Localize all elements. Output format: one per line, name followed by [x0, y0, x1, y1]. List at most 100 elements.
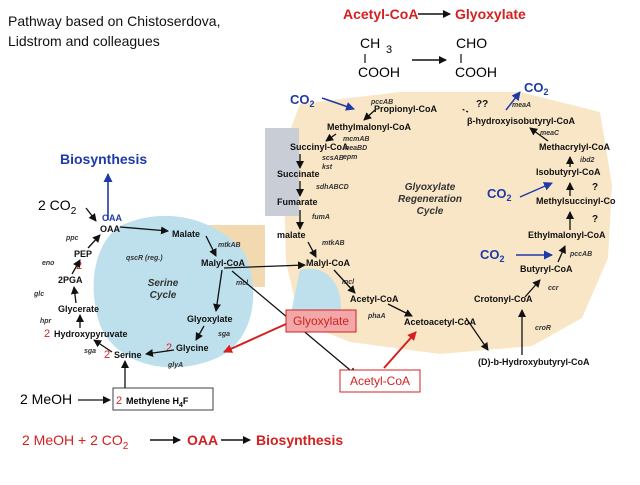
arrow-hydroxyisobutyryl-to-propionyl	[461, 108, 469, 113]
co2-label-lower: CO2	[480, 247, 505, 264]
crotonyl-coa: Crotonyl-CoA	[474, 294, 533, 304]
question-mark-double: ??	[476, 99, 488, 110]
enzyme-epm: epm	[343, 154, 357, 161]
co2-label-middle: CO2	[487, 186, 512, 203]
question-mark-2: ?	[592, 214, 598, 225]
fumarate: Fumarate	[277, 197, 318, 207]
arrow-crotonyl-to-butyryl	[524, 279, 541, 298]
enzyme-ibd2: ibd2	[580, 157, 594, 164]
ethylmalonyl-coa: Ethylmalonyl-CoA	[528, 230, 606, 240]
enzyme-meabd: meaBD	[343, 145, 367, 152]
methylene-h4f-label: Methylene H4F	[126, 396, 189, 409]
arrow-glyoxylate-to-glycine	[195, 325, 205, 341]
arrow-2pga-to-pep	[71, 259, 81, 275]
enzyme-hpr: hpr	[40, 318, 53, 325]
serine-title-2: Cycle	[150, 290, 177, 301]
struct-left-bottom: COOH	[358, 64, 400, 80]
enzyme-mtkab: mtkAB	[218, 242, 241, 249]
summary-reactants: 2 MeOH + 2 CO2	[22, 432, 129, 452]
enzyme-mcmab: mcmAB	[343, 136, 369, 143]
serine-cycle-arrows	[70, 226, 357, 376]
enzyme-sdhabcd: sdhABCD	[316, 184, 349, 191]
oaa-small-label: OAA	[102, 213, 123, 223]
acetyl-coa-box	[339, 369, 421, 393]
arrow-acetyl-coa-box-to-acetoacetyl	[383, 331, 417, 369]
glyoxylate-box-label: Glyoxylate	[293, 314, 349, 328]
enzyme-mcl: mcl	[236, 280, 249, 287]
enzyme-eno: eno	[42, 260, 55, 267]
serine-title-1: Serine	[148, 278, 179, 289]
stoich-methylene: 2	[116, 395, 122, 407]
summary-oaa: OAA	[187, 432, 218, 448]
serine-oaa: OAA	[100, 224, 121, 234]
serine-glyoxylate: Glyoxylate	[187, 314, 233, 324]
acetoacetyl-coa: Acetoacetyl-CoA	[404, 317, 477, 327]
serine-malyl-coa: Malyl-CoA	[201, 258, 246, 268]
enzyme-meac: meaC	[540, 130, 560, 137]
arrow-malate-to-malylcoa	[205, 235, 217, 257]
hydroxyisobutyryl-coa: β-hydroxyisobutyryl-CoA	[467, 116, 576, 126]
arrow-methacrylyl-to-hydroxyisobutyryl	[529, 127, 549, 142]
butyryl-coa: Butyryl-CoA	[520, 264, 573, 274]
co2-label-top-right: CO2	[524, 80, 549, 97]
regen-malate: malate	[277, 230, 306, 240]
arrow-serine-to-hydroxypyruvate	[93, 339, 113, 353]
enzyme-glya: glyA	[167, 362, 183, 369]
enzyme-glc: glc	[33, 291, 44, 298]
arrow-glycerate-to-2pga	[70, 286, 79, 304]
succinyl-coa: Succinyl-CoA	[290, 142, 349, 152]
regeneration-left-band	[265, 128, 299, 216]
header-reaction-to: Glyoxylate	[455, 6, 526, 22]
arrow-malylcoa-to-acetylcoa	[333, 269, 356, 294]
regulator-qscr: qscR (reg.)	[126, 255, 163, 262]
arrow-malylcoa-to-glyoxylate	[213, 269, 223, 312]
header-reaction-from: Acetyl-CoA	[343, 6, 418, 22]
arrow-co2-to-pep	[85, 207, 97, 222]
struct-right-bottom: COOH	[455, 64, 497, 80]
serine-serine: Serine	[114, 350, 142, 360]
stoich-glycine: 2	[166, 342, 172, 354]
succinate: Succinate	[277, 169, 320, 179]
enzyme-pccab-top: pccAB	[370, 99, 393, 106]
enzyme-sga-left: sga	[84, 348, 96, 355]
enzyme-sga-right: sga	[218, 331, 230, 338]
methylene-h4f-box	[112, 387, 214, 411]
propionyl-coa: Propionyl-CoA	[374, 104, 437, 114]
enzyme-pccab-right: pccAB	[569, 251, 592, 258]
serine-glycine: Glycine	[176, 343, 209, 353]
enzyme-mcl-regen: mcl	[342, 279, 355, 286]
co2-arrow-middle	[519, 182, 553, 198]
arrow-pep-to-oaa	[87, 234, 101, 249]
co2-arrow-top-left	[321, 97, 355, 111]
regen-title-1: Glyoxylate	[405, 182, 456, 193]
co2-label-top-left: CO2	[290, 92, 315, 109]
arrow-glyoxylate-box-to-glycine	[223, 323, 287, 353]
stoich-hydroxypyruvate: 2	[44, 328, 50, 340]
arrow-malate-to-malylcoa	[307, 241, 317, 258]
methylmalonyl-coa: Methylmalonyl-CoA	[327, 122, 412, 132]
glyoxylate-box	[285, 309, 357, 333]
regen-acetyl-coa: Acetyl-CoA	[350, 294, 399, 304]
arrow-methylmalonyl-to-succinyl	[325, 133, 337, 142]
regeneration-cycle-background	[283, 92, 612, 354]
methylsuccinyl-coa: Methylsuccinyl-Co	[536, 196, 616, 206]
arrow-malylcoa-link	[223, 261, 306, 270]
question-mark-1: ?	[592, 182, 598, 193]
enzyme-ccr: ccr	[548, 285, 560, 292]
struct-left-sub: 3	[386, 44, 392, 56]
serine-hydroxypyruvate: Hydroxypyruvate	[54, 329, 128, 339]
stoich-serine: 2	[104, 349, 110, 361]
two-meoh-label: 2 MeOH	[20, 391, 72, 407]
enzyme-meaa: meaA	[512, 102, 531, 109]
arrow-acetylcoa-to-acetoacetyl	[387, 303, 413, 317]
serine-malate: Malate	[172, 229, 200, 239]
isobutyryl-coa: Isobutyryl-CoA	[536, 167, 601, 177]
acetyl-coa-box-label: Acetyl-CoA	[350, 374, 410, 388]
enzyme-mtkab-regen: mtkAB	[322, 240, 345, 247]
hydroxybutyryl-coa: (D)-b-Hydroxybutyryl-CoA	[478, 357, 590, 367]
struct-right-top: CHO	[456, 35, 487, 51]
enzyme-ppc: ppc	[65, 235, 79, 242]
source-line-2: Lidstrom and colleagues	[8, 33, 160, 49]
regen-title-2: Regeneration	[398, 194, 462, 205]
